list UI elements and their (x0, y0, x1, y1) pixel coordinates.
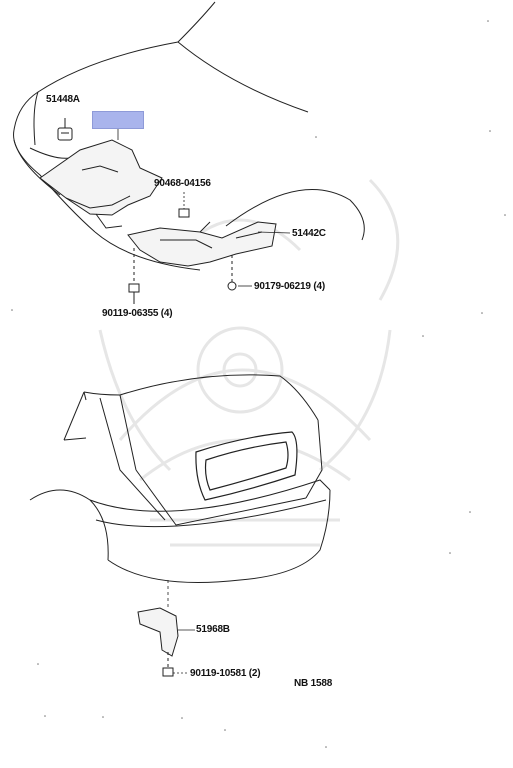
highlighted-part-box[interactable] (92, 111, 144, 129)
scan-specks (11, 20, 506, 748)
bolt-90179 (227, 255, 237, 291)
bracket-51968b (137, 607, 179, 657)
plate-recess (195, 431, 298, 501)
label-51442c: 51442C (292, 228, 326, 239)
bolt-90119-06355 (128, 248, 140, 304)
fender-outline (225, 189, 365, 241)
label-90179-06219: 90179-06219 (4) (254, 281, 325, 292)
label-90119-10581: 90119-10581 (2) (190, 668, 261, 679)
label-90468-04156: 90468-04156 (154, 178, 211, 189)
under-cover-51442c (127, 221, 277, 267)
bolt-90119-10581 (162, 652, 174, 677)
label-51448a: 51448A (46, 94, 80, 105)
front-body (13, 1, 309, 271)
clip-51448a (57, 118, 73, 141)
rear-body (29, 374, 331, 583)
label-90119-06355: 90119-06355 (4) (102, 308, 173, 319)
reference-code: NB 1588 (294, 678, 333, 689)
under-cover-front (39, 139, 163, 229)
clip-90468 (178, 208, 190, 218)
label-51968b: 51968B (196, 624, 230, 635)
